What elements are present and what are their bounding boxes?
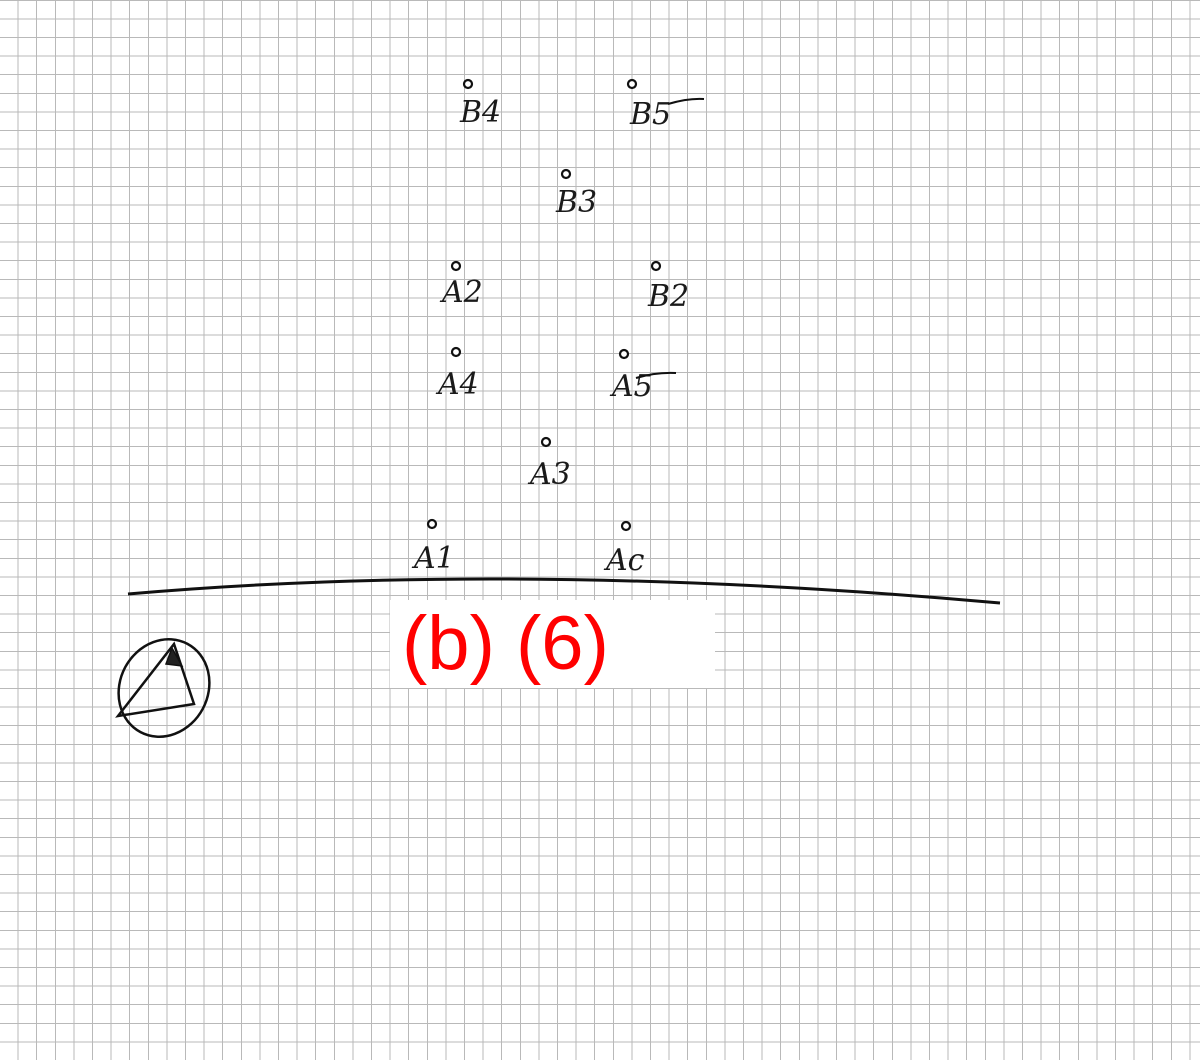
point-a2: A2 bbox=[439, 260, 483, 310]
point-a3-dot bbox=[540, 436, 552, 448]
sketch-triangle bbox=[115, 641, 196, 718]
point-b5-label: B5 bbox=[629, 97, 671, 132]
triangle-ellipse-sketch bbox=[115, 638, 211, 738]
sketch-ellipse bbox=[117, 638, 211, 738]
point-a5-label: A5 bbox=[609, 369, 653, 404]
figure-caption: (b) (6) bbox=[402, 601, 609, 686]
point-b4-label: B4 bbox=[459, 95, 501, 130]
curved-baseline bbox=[127, 577, 1001, 605]
caption-background bbox=[390, 600, 715, 688]
point-ac: Ac bbox=[603, 520, 645, 578]
point-a1-dot bbox=[426, 518, 438, 530]
point-ac-dot bbox=[620, 520, 632, 532]
point-b5-bar-mark bbox=[667, 97, 705, 105]
point-a1: A1 bbox=[411, 518, 455, 576]
point-b3-label: B3 bbox=[555, 185, 597, 220]
point-b2: B2 bbox=[647, 260, 689, 314]
point-b5: B5 bbox=[626, 78, 705, 132]
point-b5-dot bbox=[626, 78, 638, 90]
point-b3-dot bbox=[560, 168, 572, 180]
point-a5: A5 bbox=[609, 348, 677, 404]
point-a5-dot bbox=[618, 348, 630, 360]
point-a2-dot bbox=[450, 260, 462, 272]
point-a5-bar-mark bbox=[635, 371, 677, 379]
sketch-shaded-apex bbox=[164, 646, 184, 667]
point-a4: A4 bbox=[435, 346, 479, 402]
point-a4-dot bbox=[450, 346, 462, 358]
point-b2-dot bbox=[650, 260, 662, 272]
point-b4-dot bbox=[462, 78, 474, 90]
point-b4: B4 bbox=[459, 78, 501, 130]
point-a3-label: A3 bbox=[527, 457, 571, 492]
point-a2-label: A2 bbox=[439, 275, 483, 310]
point-b3: B3 bbox=[555, 168, 597, 220]
point-ac-label: Ac bbox=[603, 543, 645, 578]
point-a1-label: A1 bbox=[411, 541, 455, 576]
point-a4-label: A4 bbox=[435, 367, 479, 402]
point-b2-label: B2 bbox=[647, 279, 689, 314]
point-a3: A3 bbox=[527, 436, 571, 492]
